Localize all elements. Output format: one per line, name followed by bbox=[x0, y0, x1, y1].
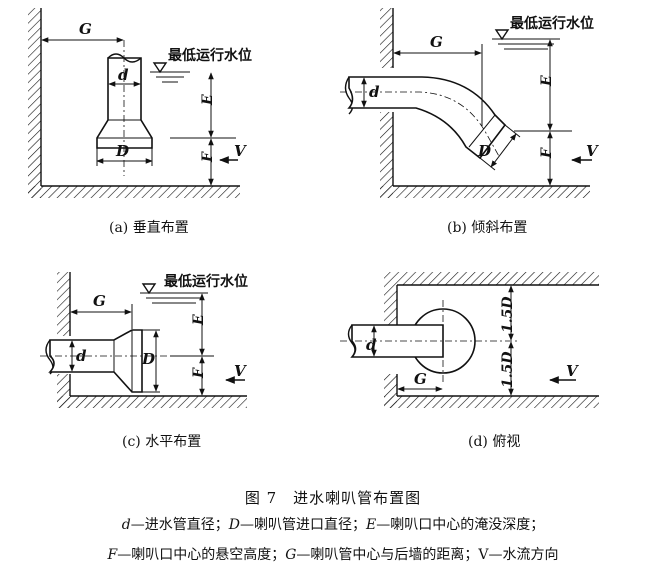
legend-text: —水流方向 bbox=[488, 547, 559, 563]
label-E: E bbox=[539, 75, 555, 87]
legend-text: —进水管直径； bbox=[130, 517, 229, 533]
legend-symbol: E bbox=[365, 517, 377, 533]
water-level-label: 最低运行水位 bbox=[510, 15, 594, 32]
label-D: D bbox=[115, 142, 129, 160]
caption-b: (b) 倾斜布置 bbox=[447, 220, 527, 236]
label-E: E bbox=[200, 94, 216, 106]
panel-c-horizontal: d D G 最低运行水位 E F V (c) 水平布置 bbox=[40, 272, 248, 450]
label-G: G bbox=[93, 292, 106, 310]
legend-line-2: F—喇叭口中心的悬空高度；G—喇叭管中心与后墙的距离；V—水流方向 bbox=[0, 540, 666, 570]
panel-a-vertical: d D G 最低运行水位 E F V (a) 垂直布置 bbox=[28, 8, 252, 236]
legend-line-1: d—进水管直径；D—喇叭管进口直径；E—喇叭口中心的淹没深度； bbox=[0, 510, 666, 540]
label-V: V bbox=[566, 362, 579, 380]
label-d: d bbox=[366, 336, 377, 354]
label-G: G bbox=[79, 20, 92, 38]
figure-title: 图 7 进水喇叭管布置图 bbox=[244, 489, 422, 507]
label-d: d bbox=[76, 347, 87, 365]
label-F: F bbox=[200, 151, 216, 163]
legend-text: —喇叭口中心的淹没深度； bbox=[376, 517, 545, 533]
label-d: d bbox=[118, 66, 129, 84]
caption-d: (d) 俯视 bbox=[468, 434, 520, 450]
label-V: V bbox=[586, 142, 599, 160]
intake-bellmouth-diagram: d D G 最低运行水位 E F V (a) 垂直布置 bbox=[28, 8, 599, 450]
label-F: F bbox=[539, 147, 555, 159]
label-1-5D-bottom: 1.5D bbox=[500, 351, 516, 388]
legend-symbol: D bbox=[228, 517, 240, 533]
legend-symbol: V bbox=[478, 547, 489, 563]
water-level-label: 最低运行水位 bbox=[168, 47, 252, 64]
legend-text: —喇叭管中心与后墙的距离； bbox=[296, 547, 479, 563]
legend-symbol: G bbox=[285, 547, 297, 563]
legend-text: —喇叭口中心的悬空高度； bbox=[117, 547, 286, 563]
label-G: G bbox=[414, 370, 427, 388]
label-d: d bbox=[369, 83, 380, 101]
label-E: E bbox=[191, 314, 207, 326]
water-level-label: 最低运行水位 bbox=[164, 273, 248, 290]
figure-captions: 图 7 进水喇叭管布置图 d—进水管直径；D—喇叭管进口直径；E—喇叭口中心的淹… bbox=[0, 486, 666, 570]
legend-symbol: F bbox=[107, 547, 118, 563]
caption-a: (a) 垂直布置 bbox=[109, 219, 189, 236]
panel-d-plan-view: d G 1.5D 1.5D V (d) 俯视 bbox=[340, 272, 599, 450]
caption-c: (c) 水平布置 bbox=[122, 434, 201, 450]
legend-symbol: d bbox=[121, 517, 131, 533]
label-V: V bbox=[234, 362, 247, 380]
panel-b-inclined: d D G 最低运行水位 E F V (b) 倾斜布置 bbox=[340, 8, 599, 236]
label-V: V bbox=[234, 142, 247, 160]
label-D: D bbox=[477, 142, 491, 160]
label-1-5D-top: 1.5D bbox=[500, 296, 516, 333]
legend-text: —喇叭管进口直径； bbox=[239, 517, 366, 533]
label-F: F bbox=[191, 367, 207, 379]
label-G: G bbox=[430, 33, 443, 51]
label-D: D bbox=[141, 350, 155, 368]
